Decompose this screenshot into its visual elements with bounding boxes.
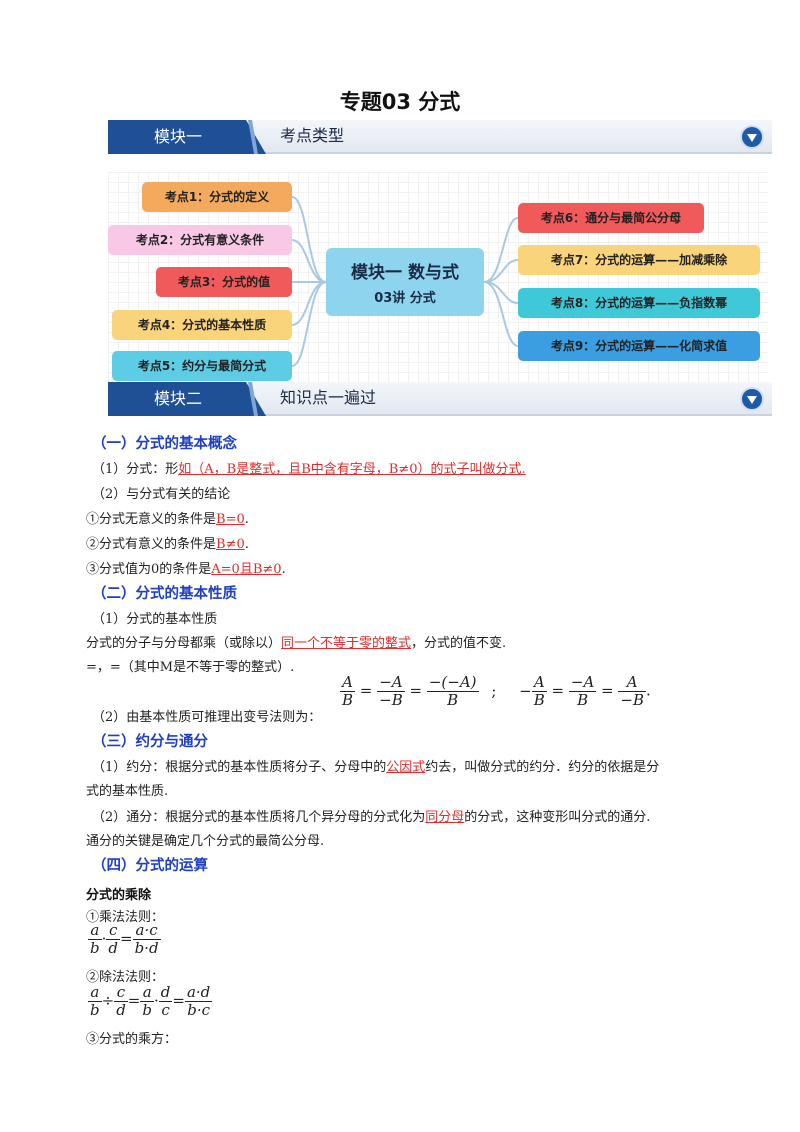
banner-tab: 模块一 bbox=[108, 120, 266, 154]
mindmap: 模块一 数与式 03讲 分式 考点1：分式的定义考点2：分式有意义条件考点3：分… bbox=[108, 172, 768, 387]
text-line: ②除法法则： bbox=[86, 970, 165, 985]
text-line: （2）通分：根据分式的基本性质将几个异分母的分式化为同分母的分式，这种变形叫分式… bbox=[92, 810, 651, 825]
mindmap-node-left: 考点2：分式有意义条件 bbox=[108, 225, 292, 255]
chevron-down-icon[interactable] bbox=[740, 125, 764, 149]
mindmap-node-right: 考点9：分式的运算——化简求值 bbox=[518, 331, 760, 361]
mindmap-connectors bbox=[291, 196, 519, 367]
text-line: （2）与分式有关的结论 bbox=[92, 487, 231, 502]
text-line: ③分式值为0的条件是A=0且B≠0. bbox=[86, 562, 286, 577]
banner-label: 知识点一遍过 bbox=[280, 388, 377, 407]
text-line: ②分式有意义的条件是B≠0. bbox=[86, 537, 249, 552]
text-line: 通分的关键是确定几个分式的最简公分母. bbox=[86, 834, 325, 849]
mindmap-center: 模块一 数与式 03讲 分式 bbox=[326, 248, 484, 316]
banner-label: 考点类型 bbox=[280, 126, 345, 145]
text-line: ③分式的乘方： bbox=[86, 1032, 178, 1047]
mindmap-node-left: 考点3：分式的值 bbox=[156, 267, 292, 297]
mindmap-node-right: 考点6：通分与最简公分母 bbox=[518, 203, 704, 233]
module-banner-1: 模块一 考点类型 bbox=[108, 120, 772, 154]
section-heading: （二）分式的基本性质 bbox=[92, 586, 237, 602]
text-line: （2）由基本性质可推理出变号法则为： bbox=[92, 710, 322, 725]
section-heading: （一）分式的基本概念 bbox=[92, 436, 237, 452]
page-title: 专题03 分式 bbox=[339, 90, 461, 114]
text-line: （1）分式的基本性质 bbox=[92, 612, 218, 627]
mindmap-node-left: 考点4：分式的基本性质 bbox=[112, 310, 292, 340]
section-heading: （三）约分与通分 bbox=[92, 734, 208, 750]
banner-tab: 模块二 bbox=[108, 382, 266, 416]
text-line: （1）约分：根据分式的基本性质将分子、分母中的公因式约去，叫做分式的约分．约分的… bbox=[92, 760, 660, 775]
text-line: （1）分式：形如（A，B是整式，且B中含有字母，B≠0）的式子叫做分式. bbox=[92, 462, 526, 477]
mindmap-node-right: 考点7：分式的运算——加减乘除 bbox=[518, 245, 760, 275]
module-banner-2: 模块二 知识点一遍过 bbox=[108, 382, 772, 416]
chevron-down-icon[interactable] bbox=[740, 387, 764, 411]
mindmap-node-left: 考点1：分式的定义 bbox=[142, 182, 292, 212]
mindmap-node-right: 考点8：分式的运算——负指数幂 bbox=[518, 288, 760, 318]
text-line: ①分式无意义的条件是B=0. bbox=[86, 512, 249, 527]
text-line: 式的基本性质. bbox=[86, 784, 169, 799]
text-line: 分式的分子与分母都乘（或除以）同一个不等于零的整式，分式的值不变. bbox=[86, 636, 507, 651]
sub-heading: 分式的乘除 bbox=[86, 888, 152, 903]
mindmap-node-left: 考点5：约分与最简分式 bbox=[112, 351, 292, 381]
text-line: ①乘法法则： bbox=[86, 910, 165, 925]
text-line: =，=（其中M是不等于零的整式）. bbox=[86, 660, 295, 675]
section-heading: （四）分式的运算 bbox=[92, 858, 208, 874]
